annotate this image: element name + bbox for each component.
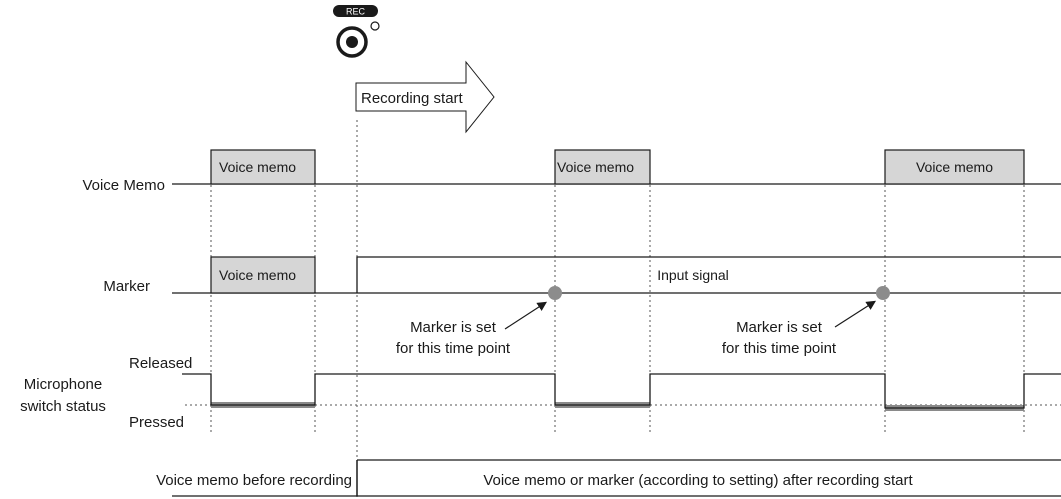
input-signal-outline [356, 256, 1061, 293]
voice-memo-box: Voice memo [884, 149, 1025, 185]
svg-text:Voice memo: Voice memo [557, 159, 634, 175]
svg-text:Voice memo: Voice memo [916, 159, 993, 175]
voice-memo-row: Voice Memo Voice memo Voice memo Voice m… [82, 149, 1061, 194]
voice-memo-box: Voice memo [210, 149, 316, 185]
voice-memo-box: Voice memo [554, 149, 651, 185]
marker-voice-memo-box: Voice memo [210, 256, 316, 294]
marker-annotation: Marker is set for this time point [396, 301, 548, 357]
record-button-icon [336, 21, 380, 58]
footer-after-label: Voice memo or marker (according to setti… [483, 472, 913, 489]
svg-text:Voice memo: Voice memo [219, 159, 296, 175]
mic-switch-label-line1: Microphone [24, 376, 102, 393]
marker-point [548, 286, 562, 300]
rec-badge [333, 5, 378, 17]
switch-status-waveform [182, 373, 1061, 409]
marker-point [876, 286, 890, 300]
input-signal-label: Input signal [657, 267, 729, 283]
svg-text:for this time point: for this time point [396, 340, 511, 357]
svg-text:Marker is set: Marker is set [736, 319, 823, 336]
footer-before-label: Voice memo before recording [156, 472, 352, 489]
marker-row-label: Marker [103, 278, 150, 295]
footer-timeline: Voice memo before recording Voice memo o… [156, 459, 1061, 497]
voice-memo-row-label: Voice Memo [82, 177, 165, 194]
marker-annotation: Marker is set for this time point [722, 300, 877, 357]
released-label: Released [129, 355, 192, 372]
mic-switch-label-line2: switch status [20, 398, 106, 415]
svg-text:for this time point: for this time point [722, 340, 837, 357]
recording-start-label: Recording start [361, 90, 464, 107]
recording-start-arrow: Recording start [355, 60, 495, 134]
marker-row: Marker Voice memo Input signal [103, 256, 1061, 300]
pressed-label: Pressed [129, 414, 184, 431]
mic-switch-row: Released Microphone switch status Presse… [20, 355, 1061, 431]
svg-text:Voice memo: Voice memo [219, 267, 296, 283]
rec-badge-label: REC [346, 7, 366, 17]
rec-button: REC [333, 5, 380, 58]
svg-text:Marker is set: Marker is set [410, 319, 497, 336]
